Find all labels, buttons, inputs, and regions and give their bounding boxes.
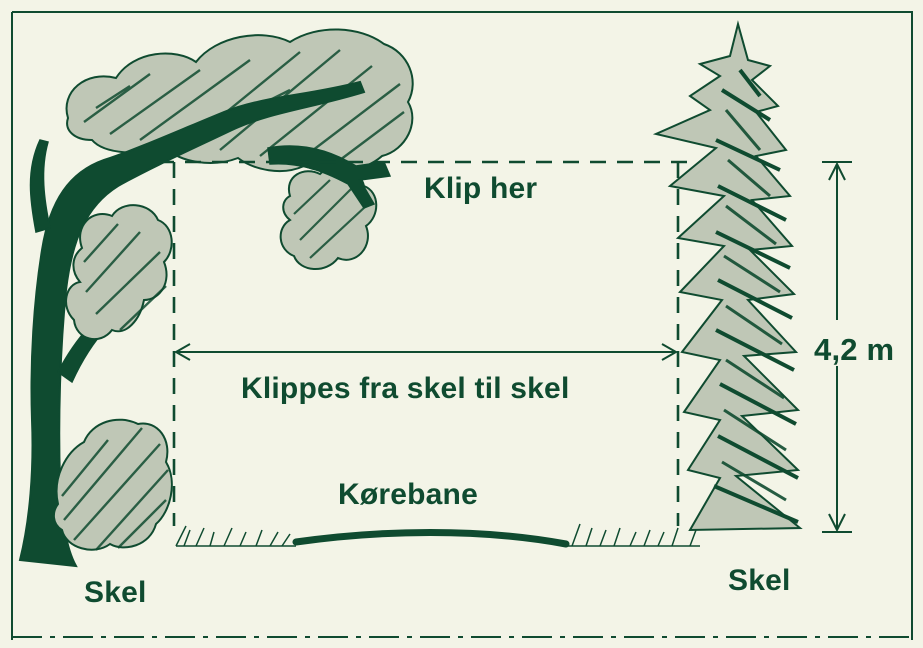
roadway-line — [296, 533, 566, 545]
roadway-label: Kørebane — [338, 478, 478, 512]
cut-width-label: Klippes fra skel til skel — [241, 372, 569, 406]
clip-here-label: Klip her — [424, 172, 537, 206]
bush-icon — [54, 420, 172, 550]
width-arrow — [176, 344, 676, 360]
boundary-left-label: Skel — [84, 576, 147, 610]
clearance-outline — [158, 162, 690, 526]
height-label: 4,2 m — [814, 332, 894, 368]
boundary-right-label: Skel — [728, 564, 791, 598]
